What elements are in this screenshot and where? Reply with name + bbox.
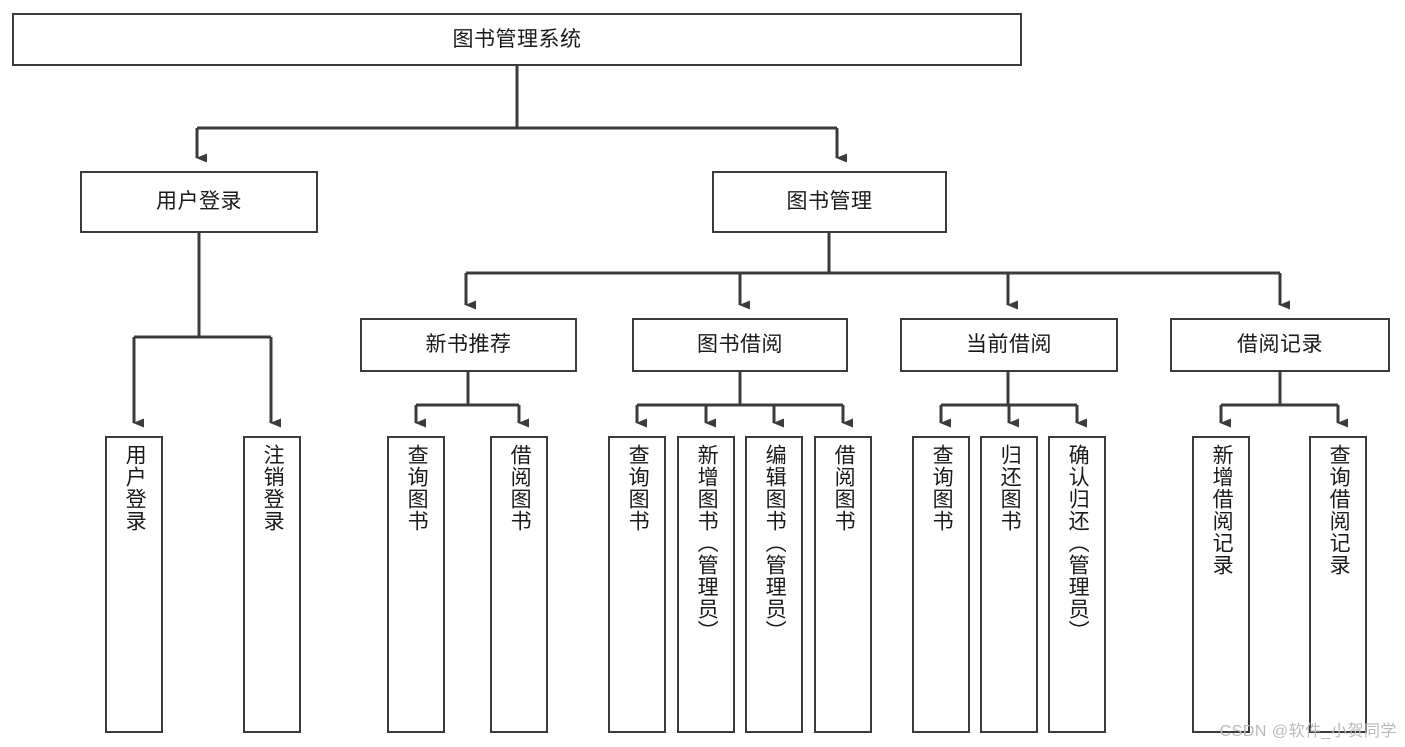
node-user-login[interactable]: 用户登录 [80,171,318,233]
node-leaf-query-book-2[interactable]: 查询图书 [608,436,666,733]
node-current-borrow[interactable]: 当前借阅 [900,318,1118,372]
node-leaf-borrow-book-2-label: 借阅图书 [832,444,856,532]
node-leaf-return-book[interactable]: 归还图书 [980,436,1038,733]
node-leaf-borrow-book-1[interactable]: 借阅图书 [490,436,548,733]
node-new-book-rec-label: 新书推荐 [425,333,512,357]
node-leaf-query-record-label: 查询借阅记录 [1327,444,1351,576]
node-borrow-record[interactable]: 借阅记录 [1170,318,1390,372]
node-root-label: 图书管理系统 [452,27,582,51]
node-book-borrow-label: 图书借阅 [697,333,783,357]
node-root[interactable]: 图书管理系统 [12,13,1022,66]
node-leaf-add-record-label: 新增借阅记录 [1210,444,1234,576]
node-leaf-add-book-label: 新增图书（管理员） [695,444,719,642]
node-leaf-borrow-book-2[interactable]: 借阅图书 [814,436,872,733]
node-book-manage-label: 图书管理 [786,190,873,214]
node-leaf-query-book-1[interactable]: 查询图书 [387,436,445,733]
node-leaf-return-book-label: 归还图书 [998,444,1022,532]
node-leaf-edit-book-label: 编辑图书（管理员） [763,444,787,642]
node-book-borrow[interactable]: 图书借阅 [632,318,848,372]
node-book-manage[interactable]: 图书管理 [712,171,947,233]
node-leaf-user-login-label: 用户登录 [123,444,147,532]
node-leaf-query-record[interactable]: 查询借阅记录 [1309,436,1367,733]
node-borrow-record-label: 借阅记录 [1237,333,1323,357]
node-leaf-query-book-3[interactable]: 查询图书 [912,436,970,733]
node-leaf-logout[interactable]: 注销登录 [243,436,301,733]
node-user-login-label: 用户登录 [156,190,242,214]
node-leaf-borrow-book-1-label: 借阅图书 [508,444,532,532]
node-leaf-confirm-return[interactable]: 确认归还（管理员） [1048,436,1106,733]
node-leaf-query-book-3-label: 查询图书 [930,444,954,532]
node-leaf-confirm-return-label: 确认归还（管理员） [1066,444,1090,642]
node-leaf-logout-label: 注销登录 [261,444,285,532]
node-leaf-user-login[interactable]: 用户登录 [105,436,163,733]
node-leaf-add-record[interactable]: 新增借阅记录 [1192,436,1250,733]
node-current-borrow-label: 当前借阅 [966,333,1052,357]
node-leaf-query-book-2-label: 查询图书 [626,444,650,532]
node-leaf-add-book[interactable]: 新增图书（管理员） [677,436,735,733]
node-leaf-query-book-1-label: 查询图书 [405,444,429,532]
node-leaf-edit-book[interactable]: 编辑图书（管理员） [745,436,803,733]
node-new-book-rec[interactable]: 新书推荐 [360,318,577,372]
